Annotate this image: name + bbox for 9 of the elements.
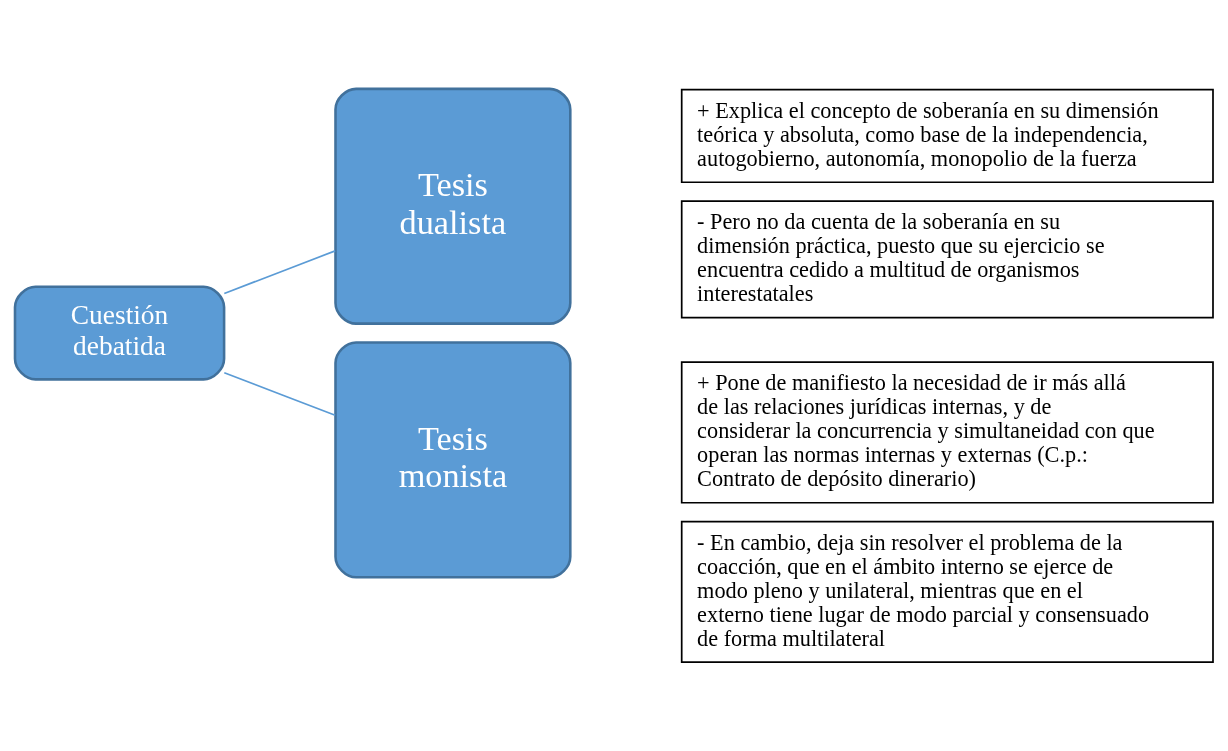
node-box: Cuestión debatida bbox=[13, 285, 226, 381]
node-box: + Pone de manifiesto la necesidad de ir más allá de las relaciones jurídicas internas, y de considerar la concurrencia y simultaneidad con que operan las normas internas y externas (C.p.: Contrato de depósito dinerario) bbox=[680, 361, 1214, 504]
node-box: + Explica el concepto de soberanía en su dimensión teórica y absoluta, como base de la independencia, autogobierno, autonomía, monopolio de la fuerza bbox=[680, 88, 1214, 184]
connector bbox=[223, 371, 336, 417]
node-box: - En cambio, deja sin resolver el problema de la coacción, que en el ámbito interno se ejerce de modo pleno y unilateral, mientras que en el externo tiene lugar de modo parcial y consensuado de forma multilateral bbox=[680, 520, 1214, 663]
connector bbox=[223, 250, 336, 295]
node-box: Tesis dualista bbox=[334, 87, 572, 325]
node-box: Tesis monista bbox=[334, 341, 572, 579]
node-box: - Pero no da cuenta de la soberanía en su dimensión práctica, puesto que su ejercicio se encuentra cedido a multitud de organismos interestatales bbox=[680, 200, 1214, 319]
